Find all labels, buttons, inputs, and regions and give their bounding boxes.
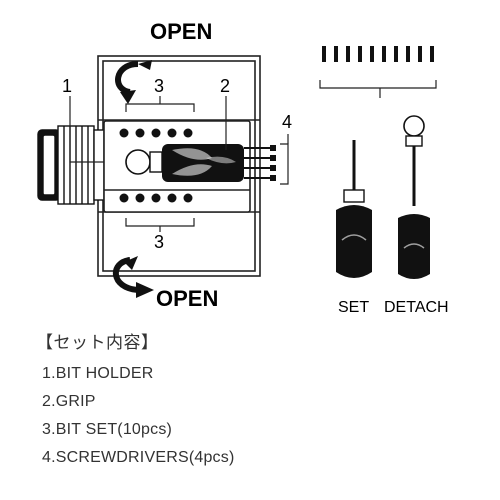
contents-title: 【セット内容】 (36, 333, 159, 352)
callout-1: 1 (62, 76, 72, 96)
open-label-bottom: OPEN (156, 286, 218, 311)
callout-2: 2 (220, 76, 230, 96)
callout-4: 4 (282, 112, 292, 132)
screwdriver-icon (336, 140, 372, 278)
bit-set-bracket (319, 80, 437, 98)
callout-3-top: 3 (154, 76, 164, 96)
contents-item-grip: 2.GRIP (42, 393, 96, 410)
screwdriver-tips (270, 145, 276, 181)
bit-set-icon (322, 46, 434, 62)
contents-item-bit-holder: 1.BIT HOLDER (42, 365, 154, 382)
contents-item-screwdrivers: 4.SCREWDRIVERS(4pcs) (42, 449, 235, 466)
contents-item-bit-set: 3.BIT SET(10pcs) (42, 421, 173, 438)
rotate-arrow-icon (115, 60, 152, 104)
detach-label: DETACH (384, 299, 449, 316)
contents-list: 【セット内容】 1.BIT HOLDER 2.GRIP 3.BIT SET(10… (36, 328, 476, 477)
callout-3-bottom: 3 (154, 232, 164, 252)
rotate-arrow-icon (112, 256, 154, 298)
set-label: SET (338, 299, 369, 316)
open-label-top: OPEN (150, 19, 212, 44)
screwdriver-icon (398, 115, 430, 279)
bit-row-top (119, 128, 193, 138)
bit-row-bottom (119, 193, 193, 203)
case-end-cap (37, 125, 105, 205)
grip (125, 144, 244, 182)
callout-lines (69, 96, 289, 232)
